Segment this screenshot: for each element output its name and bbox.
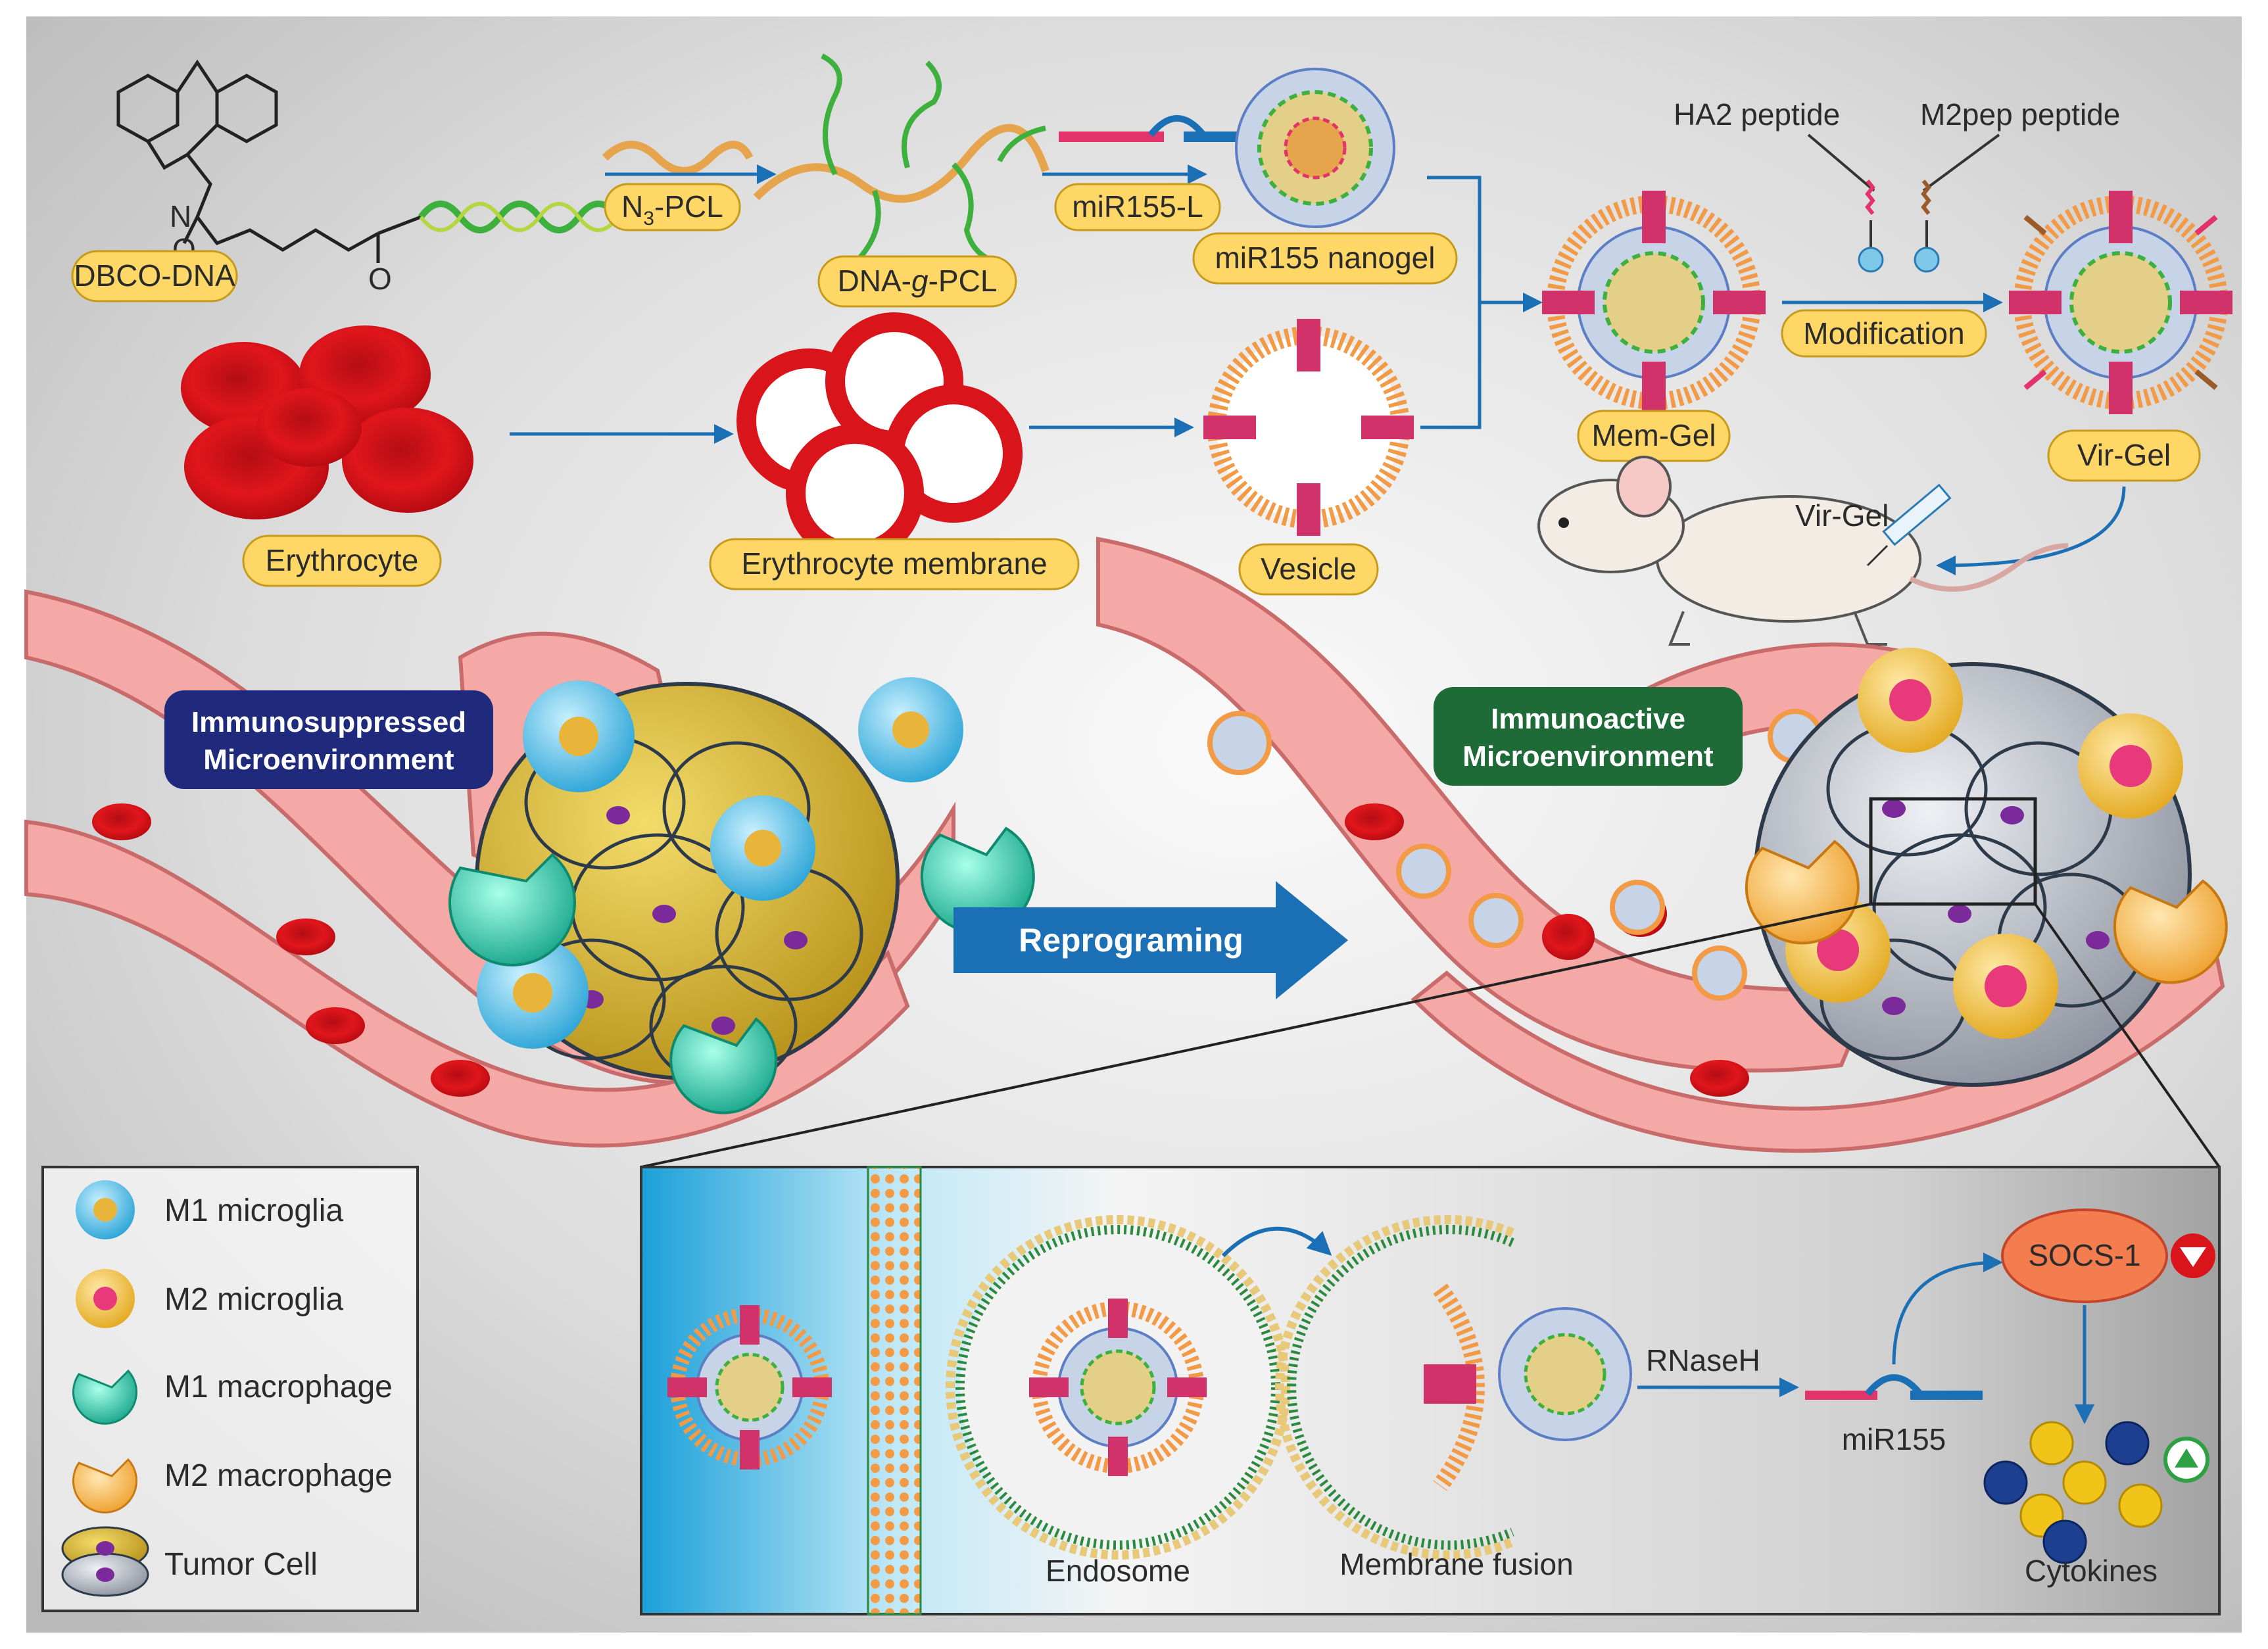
svg-text:Vir-Gel: Vir-Gel: [2077, 438, 2171, 472]
left-rbc-in-vessel: [92, 803, 490, 1097]
vesicle-icon: [1203, 319, 1414, 536]
legend-item-m1-macrophage: M1 macrophage: [72, 1369, 393, 1425]
legend: M1 microglia M2 microglia M1 macrophage …: [41, 1166, 419, 1612]
svg-text:miR155-L: miR155-L: [1072, 189, 1203, 224]
pill-modification: Modification: [1781, 309, 1987, 358]
pill-dbco-dna: DBCO-DNA: [71, 250, 238, 302]
mir155-nanogel-icon: [1235, 68, 1395, 228]
cytokines-label: Cytokines: [2025, 1554, 2158, 1588]
svg-text:Vesicle: Vesicle: [1261, 552, 1357, 586]
dbco-dna-structure: [116, 59, 422, 263]
svg-text:Modification: Modification: [1803, 316, 1964, 350]
mouse-illustration: [1537, 456, 2069, 646]
immunoactive-banner: Immunoactive Microenvironment: [1434, 687, 1743, 786]
zoom-line-left: [640, 903, 1871, 1168]
socs1-node: SOCS-1: [2001, 1208, 2168, 1303]
up-regulation-icon: [2163, 1437, 2209, 1483]
ha2-peptide-label: HA2 peptide: [1674, 97, 1840, 131]
svg-text:Immunosuppressed: Immunosuppressed: [191, 706, 466, 738]
legend-item-m2-macrophage: M2 macrophage: [72, 1458, 393, 1514]
mir155-label: miR155: [1842, 1422, 1946, 1456]
cytokines-cluster: [1983, 1421, 2163, 1564]
right-tumor-nuclei: [1882, 800, 2110, 1015]
svg-text:Reprograming: Reprograming: [1019, 922, 1243, 959]
svg-text:M1 macrophage: M1 macrophage: [164, 1370, 393, 1404]
pill-erythrocyte: Erythrocyte: [242, 535, 442, 587]
ha2-peptide-icon: [1858, 179, 1884, 273]
reprograming-arrow: Reprograming: [953, 881, 1348, 999]
vir-gel-injection-label: Vir-Gel: [1795, 498, 1889, 533]
svg-text:Mem-Gel: Mem-Gel: [1591, 418, 1716, 452]
legend-item-m2-microglia: M2 microglia: [76, 1269, 343, 1328]
legend-item-m1-microglia: M1 microglia: [76, 1180, 343, 1239]
connector-vesicle-to-memgel: [1420, 302, 1482, 429]
syringe-icon: [1866, 483, 1952, 567]
svg-text:miR155 nanogel: miR155 nanogel: [1215, 241, 1435, 275]
mir155-duplex-icon: [1805, 1374, 1983, 1400]
legend-item-tumor-cell: Tumor Cell: [61, 1526, 318, 1597]
pill-mir155-l: miR155-L: [1054, 183, 1221, 231]
carbonyl-oxygen-2: O: [368, 262, 392, 296]
pill-erythrocyte-membrane: Erythrocyte membrane: [709, 538, 1080, 590]
m2-macrophage-cells: [1745, 840, 2228, 984]
m2pep-peptide-icon: [1914, 179, 1940, 273]
erythrocyte-cluster: [181, 325, 473, 519]
svg-text:SOCS-1: SOCS-1: [2028, 1238, 2140, 1272]
svg-text:Erythrocyte membrane: Erythrocyte membrane: [741, 546, 1047, 581]
connector-nanogel-to-memgel: [1427, 176, 1543, 312]
inset-mechanism-panel: Endosome Membrane fusion RNaseH miR155 S…: [640, 1166, 2221, 1615]
pill-dna-g-pcl: DNA-g-PCL: [817, 255, 1017, 308]
svg-text:DBCO-DNA: DBCO-DNA: [74, 258, 235, 293]
svg-text:Microenvironment: Microenvironment: [203, 744, 454, 776]
m2pep-peptide-label: M2pep peptide: [1920, 97, 2120, 131]
rnaseh-label: RNaseH: [1646, 1343, 1760, 1377]
membrane-fusion-label: Membrane fusion: [1339, 1547, 1573, 1581]
pill-vesicle: Vesicle: [1238, 543, 1379, 596]
svg-text:Microenvironment: Microenvironment: [1462, 740, 1714, 773]
arrow-endosome-to-fusion: [1221, 1226, 1332, 1258]
pill-n3-pcl: N3-PCL: [604, 183, 741, 231]
endosome-icon: [946, 1215, 1290, 1560]
zoom-region-box: [1869, 797, 2037, 906]
vir-gel-icon: [2009, 191, 2232, 414]
svg-text:Tumor Cell: Tumor Cell: [164, 1547, 318, 1582]
pill-mir155-nanogel: miR155 nanogel: [1192, 232, 1458, 285]
endosome-label: Endosome: [1046, 1554, 1190, 1588]
svg-text:N3-PCL: N3-PCL: [621, 189, 723, 229]
pcl-strand: [602, 141, 754, 175]
zoom-line-right: [2034, 903, 2221, 1168]
arrow-mir155-to-socs1: [1892, 1253, 2003, 1365]
svg-text:M2 microglia: M2 microglia: [164, 1282, 343, 1317]
pill-vir-gel: Vir-Gel: [2047, 429, 2201, 482]
m1-microglia-cells: [477, 677, 963, 1049]
arrow-vir-gel-to-mouse: [1936, 486, 2126, 575]
down-regulation-icon: [2171, 1233, 2215, 1278]
immunosuppressed-banner: Immunosuppressed Microenvironment: [164, 690, 493, 789]
erythrocyte-membrane-ghosts: [736, 312, 1023, 562]
m1-macrophage-cells: [448, 826, 1035, 1114]
svg-text:DNA-g-PCL: DNA-g-PCL: [838, 264, 998, 298]
nitrogen-atom: N: [170, 199, 191, 233]
svg-text:M2 macrophage: M2 macrophage: [164, 1458, 393, 1493]
cell-membrane-bilayer: [867, 1166, 922, 1615]
svg-text:M1 microglia: M1 microglia: [164, 1193, 343, 1228]
mem-gel-icon: [1542, 191, 1766, 414]
svg-text:Immunoactive: Immunoactive: [1491, 703, 1685, 735]
svg-text:Erythrocyte: Erythrocyte: [266, 543, 419, 577]
inset-vir-gel-particle: [667, 1305, 832, 1470]
membrane-fusion-icon: [1275, 1215, 1632, 1560]
pill-mem-gel: Mem-Gel: [1577, 410, 1731, 462]
vir-gel-particles-in-vessel: [1207, 709, 1823, 1001]
dna-strand: [418, 201, 621, 233]
